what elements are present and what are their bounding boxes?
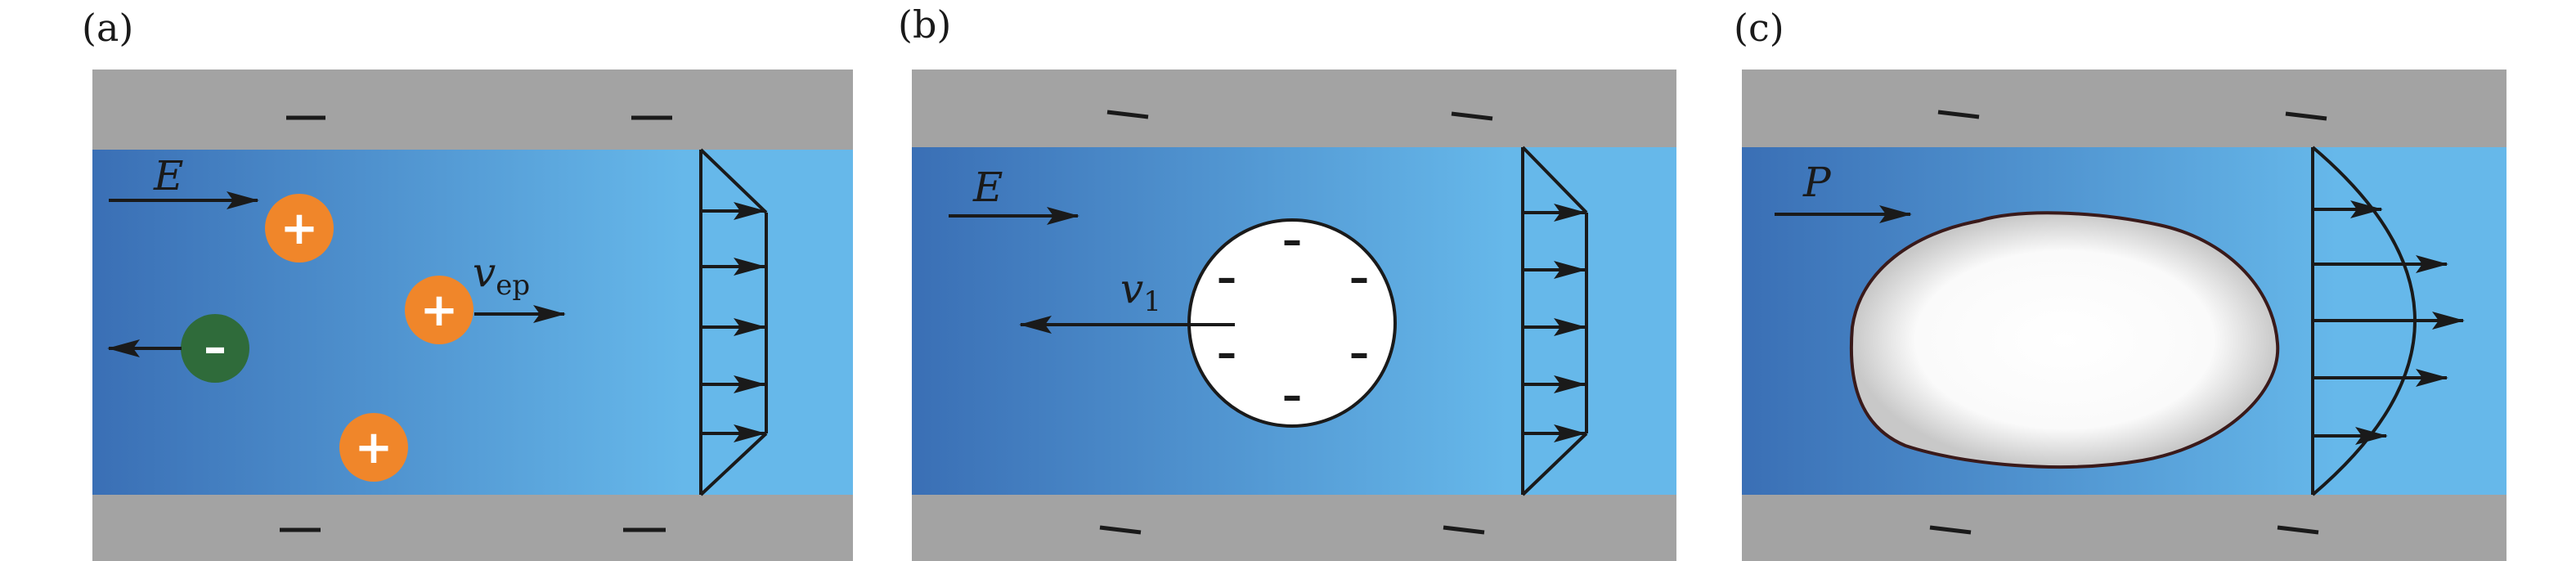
panel-c: (c) P xyxy=(1734,6,2506,561)
panel-b-label: (b) xyxy=(898,2,951,47)
deformed-droplet xyxy=(1849,211,2280,469)
panel-b-wall-charge-top-1 xyxy=(1106,110,1149,119)
panel-c-flow-arrows xyxy=(2313,200,2465,445)
panel-a-bottom-wall xyxy=(92,495,853,561)
svg-text:–: – xyxy=(1217,255,1236,301)
panel-a-label: (a) xyxy=(82,6,133,50)
panel-a-top-wall xyxy=(92,70,853,150)
panel-c-wall-charge-bottom-1 xyxy=(1929,525,1972,535)
svg-text:–: – xyxy=(1349,255,1369,301)
panel-b-plug-flow-profile xyxy=(1521,146,1588,496)
positive-ion: + xyxy=(405,276,473,344)
svg-text:–: – xyxy=(1282,218,1302,263)
positive-ion: + xyxy=(265,194,334,263)
panel-c-label: (c) xyxy=(1734,6,1784,50)
positive-ion-sign: + xyxy=(420,284,459,337)
panel-b-bottom-wall xyxy=(912,495,1676,561)
panel-c-wall-charge-top-2 xyxy=(2285,111,2327,121)
panel-b-wall-charge-bottom-1 xyxy=(1099,525,1142,535)
positive-ion-sign: + xyxy=(355,421,393,474)
panel-c-pressure-label: P xyxy=(1802,159,1832,206)
panel-a: (a) E + + + – vep xyxy=(82,6,853,561)
panel-c-wall-charge-top-1 xyxy=(1937,110,1980,119)
panel-a-flow-arrows xyxy=(701,202,766,442)
panel-a-field-label: E xyxy=(153,152,184,200)
panel-b-flow-arrows xyxy=(1523,204,1586,442)
negative-ion-sign: – xyxy=(204,321,227,375)
negative-ion: – xyxy=(181,314,249,383)
panel-b-wall-charge-bottom-2 xyxy=(1443,525,1485,535)
panel-b-velocity-label: v1 xyxy=(1120,265,1161,318)
svg-text:–: – xyxy=(1349,330,1369,376)
panel-c-top-wall xyxy=(1742,70,2506,147)
positive-ion: + xyxy=(339,413,408,482)
svg-text:–: – xyxy=(1282,373,1302,419)
panel-c-bottom-wall xyxy=(1742,495,2506,561)
svg-text:–: – xyxy=(1217,330,1236,376)
panel-a-velocity-label: vep xyxy=(473,249,530,302)
panel-c-wall-charge-bottom-2 xyxy=(2277,525,2319,535)
panel-b-wall-charge-top-2 xyxy=(1451,111,1493,121)
positive-ion-sign: + xyxy=(280,202,319,255)
panel-b: (b) E – – – – – – v1 xyxy=(898,2,1676,561)
panel-b-top-wall xyxy=(912,70,1676,147)
particle-surface-charges: – – – – – – xyxy=(1217,218,1369,419)
panel-b-field-label: E xyxy=(972,164,1003,211)
